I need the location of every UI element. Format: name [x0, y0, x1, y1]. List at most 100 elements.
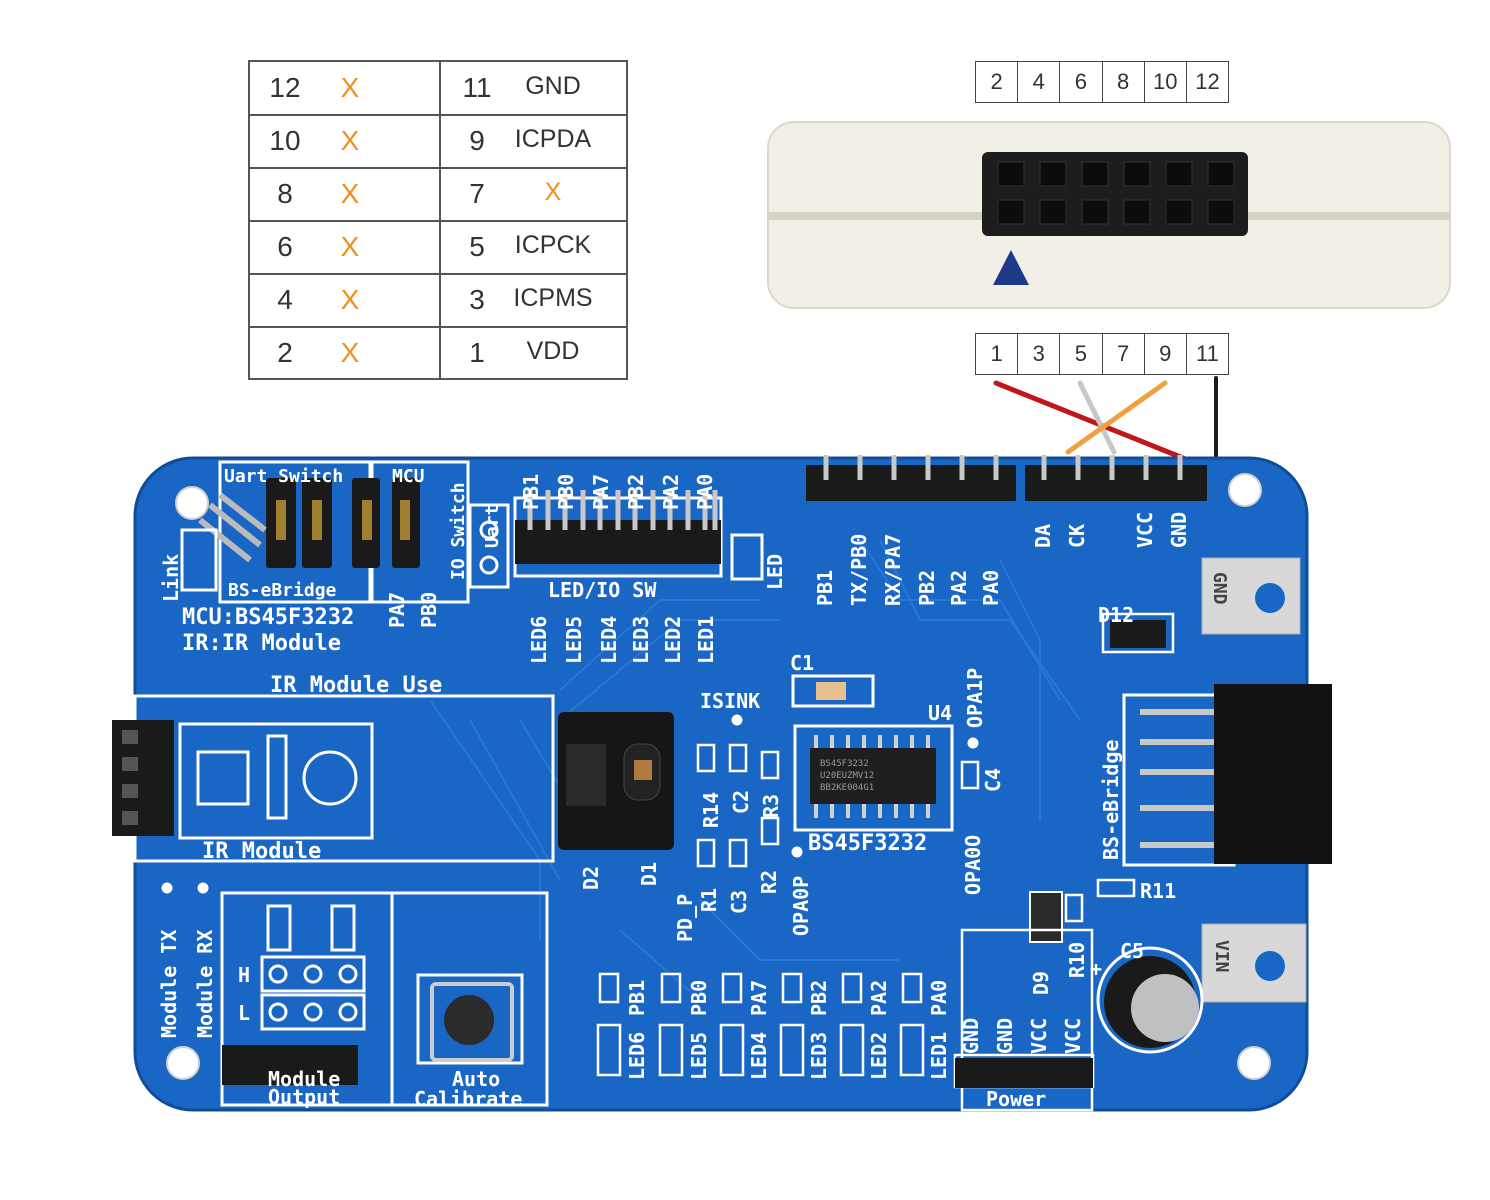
left-pin-number: 4 — [277, 284, 293, 315]
r14-label: R14 — [699, 792, 723, 828]
header-pin-label: PA0 — [979, 570, 1003, 606]
power-label: Power — [986, 1087, 1046, 1111]
io-pin-label: PB2 — [624, 474, 648, 510]
opa1p-label: OPA1P — [963, 668, 987, 728]
left-pin-number: 8 — [277, 178, 293, 209]
left-pin-number: 2 — [277, 337, 293, 368]
header-right-labels: DA CK VCC GND — [1031, 512, 1191, 548]
left-pin-signal: X — [340, 231, 360, 262]
connector-pin-number: 11 — [1196, 341, 1219, 366]
left-pin-signal: X — [340, 125, 360, 156]
left-pin-signal: X — [340, 72, 360, 103]
bottom-led-label: LED4 — [747, 1032, 771, 1080]
pb0-label: PB0 — [417, 592, 441, 628]
c2-label: C2 — [729, 790, 753, 814]
io-pin-label: PA2 — [659, 474, 683, 510]
io-pin-label: PB1 — [519, 474, 543, 510]
uart-label: Uart — [482, 505, 503, 548]
row-divider — [250, 273, 626, 275]
c3-label: C3 — [727, 890, 751, 914]
connector-pin-number: 8 — [1103, 62, 1145, 102]
pcb-board — [112, 455, 1332, 1112]
header-pin-label: GND — [1167, 512, 1191, 548]
uart-switch-label: Uart Switch — [224, 466, 343, 487]
led-sw-label: LED6 — [527, 616, 551, 664]
module-output-line1: Module — [268, 1067, 340, 1091]
header-pin-label: PA2 — [947, 570, 971, 606]
row-divider — [250, 326, 626, 328]
right-pin-signal: X — [544, 178, 562, 206]
right-pin-number: 1 — [469, 337, 485, 368]
bottom-pin-label: PA0 — [927, 980, 951, 1016]
row-divider — [250, 220, 626, 222]
mcu-model-label: MCU:BS45F3232 — [182, 605, 354, 630]
ir-module-use-label: IR Module Use — [270, 673, 442, 698]
auto-calibrate-line1: Auto — [452, 1067, 500, 1091]
header-pin-label: DA — [1031, 524, 1055, 548]
d1-label: D1 — [637, 862, 661, 886]
connector-pin-number: 9 — [1145, 334, 1187, 374]
led-sw-label: LED2 — [661, 616, 685, 664]
power-pin-label: GND — [959, 1018, 983, 1054]
d12-label: D12 — [1098, 603, 1134, 627]
led-io-sw-label: LED/IO SW — [548, 578, 657, 602]
led-sw-label: LED1 — [694, 616, 718, 664]
right-pin-number: 11 — [462, 72, 492, 103]
auto-calibrate-line2: Calibrate — [414, 1087, 522, 1111]
u4-label: U4 — [928, 701, 952, 725]
connector-pin-number: 10 — [1145, 62, 1187, 102]
bottom-led-label: LED5 — [687, 1032, 711, 1080]
l-label: L — [238, 1001, 250, 1025]
pd-p-label: PD_P — [673, 894, 697, 942]
d9-label: D9 — [1029, 971, 1053, 995]
r10-label: R10 — [1065, 942, 1089, 978]
wires — [993, 376, 1218, 461]
r3-label: R3 — [759, 794, 783, 818]
right-pin-signal: GND — [525, 72, 581, 100]
d2-label: D2 — [579, 866, 603, 890]
opa0p-label: OPA0P — [789, 876, 813, 936]
bottom-led-label: LED2 — [867, 1032, 891, 1080]
chip-model-label: BS45F3232 — [808, 831, 927, 856]
ir-module-label: IR Module — [202, 839, 321, 864]
c4-label: C4 — [981, 768, 1005, 792]
header-pin-label: CK — [1065, 524, 1089, 548]
bottom-led-label: LED3 — [807, 1032, 831, 1080]
module-tx-label: Module TX — [157, 930, 181, 1038]
r11-label: R11 — [1140, 879, 1176, 903]
silkscreen-labels: Uart Switch MCU IO Switch Uart Link BS-e… — [157, 466, 1232, 1111]
ir-line-label: IR:IR Module — [182, 631, 341, 656]
connector-pin-number: 7 — [1103, 334, 1145, 374]
connector-pin-number: 3 — [1018, 334, 1061, 374]
bs-ebridge-right-label: BS-eBridge — [1099, 740, 1123, 860]
io-pin-label: PA0 — [693, 474, 717, 510]
isink-label: ISINK — [700, 689, 760, 713]
right-pin-number: 9 — [469, 125, 485, 156]
row-divider — [250, 167, 626, 169]
led-sw-label: LED4 — [597, 616, 621, 664]
header-pin-label: VCC — [1133, 512, 1157, 548]
h-label: H — [238, 963, 250, 987]
io-switch-label: IO Switch — [448, 482, 469, 580]
row-divider — [250, 114, 626, 116]
bottom-pin-label: PA7 — [747, 980, 771, 1016]
header-pin-label: PB2 — [915, 570, 939, 606]
header-pin-label: TX/PB0 — [847, 534, 871, 606]
programmer-device — [767, 121, 1451, 309]
chip-marking-2: U20EUZMV12 — [820, 771, 874, 781]
io-pin-label: PB0 — [554, 474, 578, 510]
bottom-pin-label: PB0 — [687, 980, 711, 1016]
connector-pin-number: 2 — [976, 62, 1019, 102]
